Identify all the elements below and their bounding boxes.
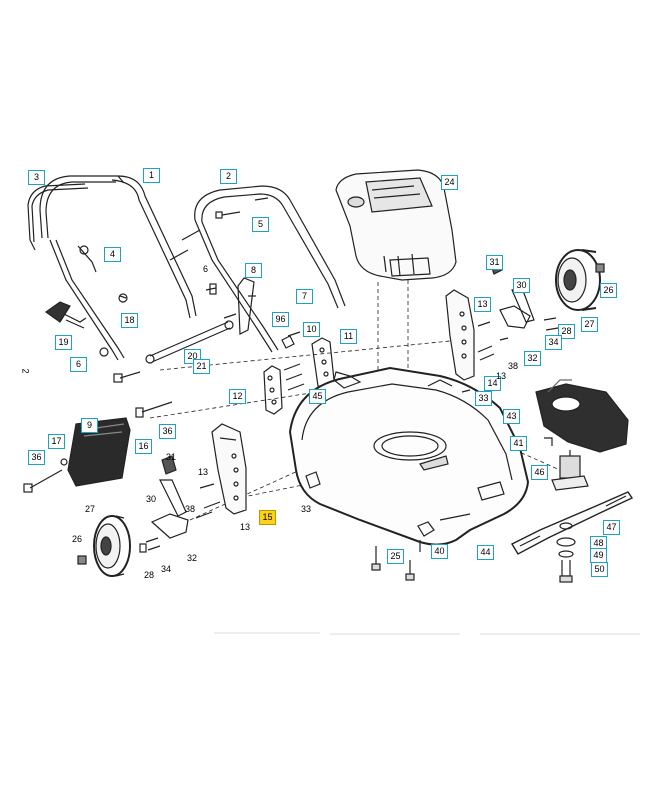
callout-46: 46: [531, 465, 548, 480]
label-26-left: 26: [72, 534, 83, 544]
callout-19: 19: [55, 335, 72, 350]
control-cable: [77, 245, 128, 357]
callout-9: 9: [81, 418, 98, 433]
label-34-left: 34: [161, 564, 172, 574]
label-27-left: 27: [85, 504, 96, 514]
callout-25: 25: [387, 549, 404, 564]
label-6: 6: [203, 264, 209, 274]
blade-adapter: [544, 437, 589, 491]
callout-34-right: 34: [545, 335, 562, 350]
callout-47: 47: [603, 520, 620, 535]
cross-rod: [145, 320, 234, 364]
callout-31-right: 31: [486, 255, 503, 270]
callout-36-upper: 36: [159, 424, 176, 439]
label-38-left: 38: [185, 504, 196, 514]
rear-bracket: [195, 423, 247, 519]
right-wheel: [489, 249, 605, 331]
callout-16: 16: [135, 439, 152, 454]
label-13-left: 13: [198, 467, 209, 477]
callout-21: 21: [193, 359, 210, 374]
callout-5: 5: [252, 217, 269, 232]
handle-knob: [44, 301, 87, 329]
callout-18: 18: [121, 313, 138, 328]
label-32-left: 32: [187, 553, 198, 563]
scan-artifact: [214, 632, 640, 635]
mower-deck: [288, 366, 530, 546]
label-31-left: 31: [166, 452, 177, 462]
blade-bolt: [556, 537, 576, 583]
callout-32-right: 32: [524, 351, 541, 366]
callout-50: 50: [591, 562, 608, 577]
callout-2: 2: [220, 169, 237, 184]
callout-6: 6: [70, 357, 87, 372]
washer-33: [305, 471, 321, 489]
callout-24: 24: [441, 175, 458, 190]
callout-13-right: 13: [474, 297, 491, 312]
bail-bar: [27, 183, 89, 251]
label-30-left: 30: [146, 494, 157, 504]
page-number: 2: [20, 368, 31, 374]
callout-36-lower: 36: [28, 450, 45, 465]
callout-28-right: 28: [558, 324, 575, 339]
callout-44: 44: [477, 545, 494, 560]
lower-handle: [39, 175, 197, 361]
callout-1: 1: [143, 168, 160, 183]
callout-30-right: 30: [513, 278, 530, 293]
callout-14: 14: [484, 376, 501, 391]
callout-4: 4: [104, 247, 121, 262]
callout-96: 96: [272, 312, 289, 327]
callout-45: 45: [309, 389, 326, 404]
callout-8: 8: [245, 263, 262, 278]
height-lever: [237, 277, 256, 335]
callout-3: 3: [28, 170, 45, 185]
right-bracket: [445, 289, 509, 393]
callout-7: 7: [296, 289, 313, 304]
callout-26-right: 26: [600, 283, 617, 298]
callout-49: 49: [590, 548, 607, 563]
rear-flap: [60, 417, 131, 487]
engine: [335, 169, 457, 281]
cutting-blade: [511, 491, 634, 555]
label-13-right: 13: [496, 371, 507, 381]
blade-adapter-housing: [535, 379, 629, 453]
callout-27-right: 27: [581, 317, 598, 332]
deck-screws: [371, 521, 435, 581]
callout-11: 11: [340, 329, 357, 344]
adjust-plates: [263, 331, 335, 415]
callout-43: 43: [503, 409, 520, 424]
label-28-left: 28: [144, 570, 155, 580]
callout-17: 17: [48, 434, 65, 449]
callout-33-right: 33: [475, 391, 492, 406]
callout-41: 41: [510, 436, 527, 451]
bolts: [23, 197, 269, 493]
callout-15-highlighted: 15: [259, 510, 276, 525]
label-33-left: 33: [301, 504, 312, 514]
callout-40: 40: [431, 544, 448, 559]
left-wheel: [77, 455, 189, 577]
label-38-right: 38: [508, 361, 519, 371]
upper-handle: [169, 185, 346, 353]
callout-10: 10: [303, 322, 320, 337]
callout-12: 12: [229, 389, 246, 404]
label-13-bracket: 13: [240, 522, 251, 532]
